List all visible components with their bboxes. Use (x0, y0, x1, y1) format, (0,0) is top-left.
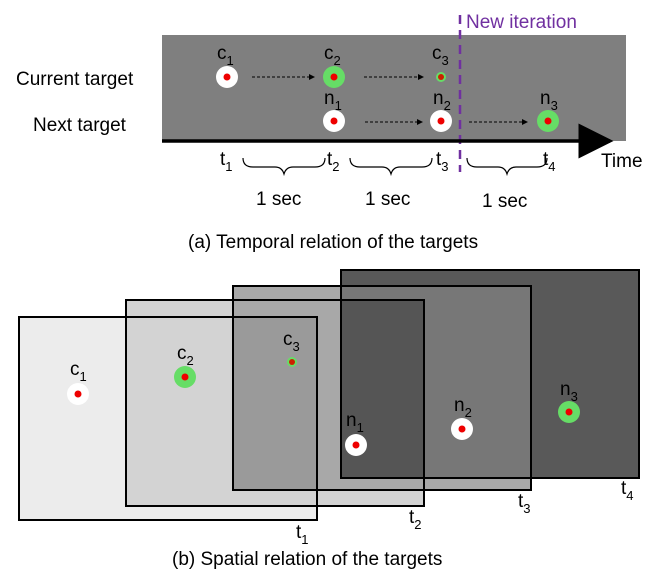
interval-brace-3 (466, 157, 548, 177)
current-target-c3 (436, 72, 446, 82)
next-target-n2 (430, 110, 452, 132)
time-axis-label: Time (601, 151, 643, 172)
frame-outline-t1 (18, 316, 318, 521)
spatial-label-n1: n1 (346, 410, 364, 435)
spatial-label-n3: n3 (560, 379, 578, 404)
spatial-label-c3: c3 (283, 329, 300, 354)
next-target-n1 (323, 110, 345, 132)
spatial-target-c3 (287, 357, 297, 367)
row-label-next: Next target (33, 115, 127, 136)
interval-brace-1 (242, 157, 326, 177)
spatial-target-n1 (345, 434, 367, 456)
interval-label-2: 1 sec (365, 189, 410, 210)
row-label-current: Current target (16, 69, 134, 90)
caption-temporal: (a) Temporal relation of the targets (188, 232, 478, 253)
frame-outline-t2 (125, 299, 425, 507)
interval-label-3: 1 sec (482, 191, 527, 212)
overlap-t1-t3 (233, 317, 317, 490)
time-t4: t4 (543, 149, 556, 174)
label-n1: n1 (324, 88, 342, 113)
spatial-target-n2 (451, 418, 473, 440)
spatial-label-n2: n2 (454, 395, 472, 420)
spatial-target-c2 (174, 366, 196, 388)
spatial-target-c1 (67, 383, 89, 405)
interval-brace-2 (349, 157, 433, 177)
frame-label-t4: t4 (621, 478, 634, 503)
label-n3: n3 (540, 88, 558, 113)
frame-label-t3: t3 (518, 491, 531, 516)
spatial-label-c1: c1 (70, 359, 87, 384)
interval-label-1: 1 sec (256, 189, 301, 210)
frame-label-t2: t2 (409, 507, 422, 532)
spatial-target-n3 (558, 401, 580, 423)
new-iteration-label: New iteration (466, 12, 577, 33)
label-c2: c2 (324, 43, 341, 68)
label-n2: n2 (433, 88, 451, 113)
caption-spatial: (b) Spatial relation of the targets (172, 549, 442, 570)
frame-label-t1: t1 (296, 522, 309, 547)
next-target-n3 (537, 110, 559, 132)
frame-outline-t4 (340, 269, 640, 479)
current-target-c2 (323, 66, 345, 88)
time-t1: t1 (220, 149, 233, 174)
time-t3: t3 (436, 149, 449, 174)
time-t2: t2 (327, 149, 340, 174)
frame-outline-t3 (232, 285, 532, 491)
label-c1: c1 (217, 43, 234, 68)
label-c3: c3 (432, 43, 449, 68)
current-target-c1 (216, 66, 238, 88)
spatial-label-c2: c2 (177, 343, 194, 368)
